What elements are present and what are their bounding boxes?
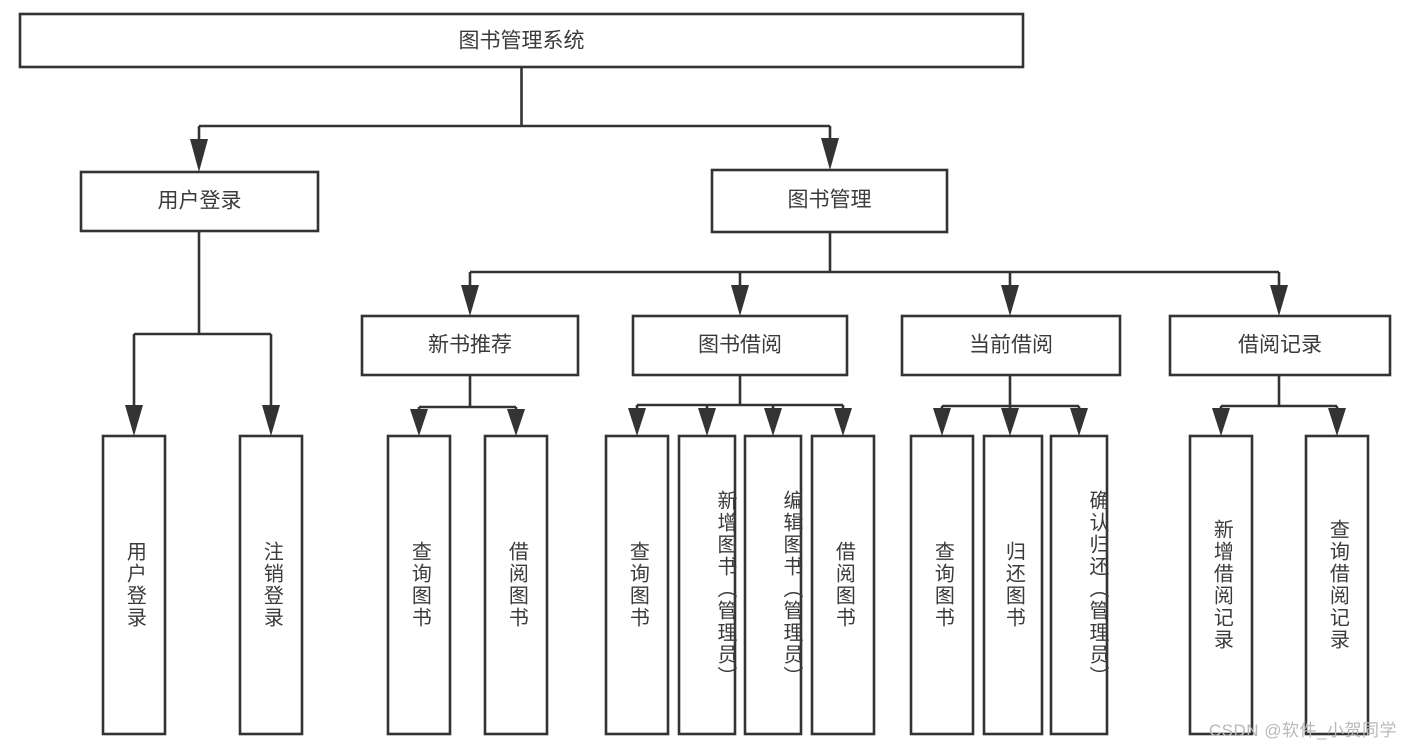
leaf-user-login-box[interactable] <box>101 434 167 736</box>
arrow-to-leaf-edit-book <box>764 408 782 436</box>
node-book-manage[interactable]: 图书管理 <box>710 168 949 234</box>
node-borrow-record[interactable]: 借阅记录 <box>1168 314 1392 377</box>
leaf-edit-book-box[interactable] <box>743 434 803 736</box>
node-user-login[interactable]: 用户登录 <box>79 170 320 233</box>
arrow-to-leaf-query-record <box>1328 408 1346 436</box>
arrow-to-leaf-confirm-return <box>1070 408 1088 436</box>
node-borrow-record-box[interactable] <box>1168 314 1392 377</box>
leaf-add-book-box[interactable] <box>677 434 737 736</box>
connector-group-root <box>190 67 839 172</box>
arrow-to-leaf-query-book-3 <box>933 408 951 436</box>
arrow-to-leaf-logout <box>262 405 280 436</box>
node-book-borrow[interactable]: 图书借阅 <box>631 314 849 377</box>
arrow-to-leaf-add-record <box>1212 408 1230 436</box>
leaf-query-book-1-box[interactable] <box>386 434 452 736</box>
leaf-logout-box[interactable] <box>238 434 304 736</box>
node-book-manage-label: 图书管理 <box>788 189 872 212</box>
leaf-query-book-3-box[interactable] <box>909 434 975 736</box>
node-user-login-box[interactable] <box>79 170 320 233</box>
leaf-borrow-book-1-box[interactable] <box>483 434 549 736</box>
node-new-book-rec[interactable]: 新书推荐 <box>360 314 580 377</box>
leaf-add-record-box[interactable] <box>1188 434 1254 736</box>
arrow-to-leaf-add-book <box>698 408 716 436</box>
node-root-box[interactable] <box>18 12 1025 69</box>
arrow-to-leaf-query-book-1 <box>410 409 428 436</box>
node-new-book-rec-label: 新书推荐 <box>428 334 512 357</box>
connector-group-borrow-record <box>1212 375 1346 436</box>
node-user-login-label: 用户登录 <box>158 190 242 213</box>
node-book-borrow-box[interactable] <box>631 314 849 377</box>
arrow-to-leaf-user-login <box>125 405 143 436</box>
leaf-confirm-return-box[interactable] <box>1049 434 1109 736</box>
arrow-to-new-book-rec <box>461 285 479 316</box>
node-root-label: 图书管理系统 <box>459 30 585 53</box>
node-current-borrow-label: 当前借阅 <box>969 334 1053 357</box>
connector-group-new-book-rec <box>410 375 525 436</box>
node-root[interactable]: 图书管理系统 <box>18 12 1025 69</box>
leaf-return-book-box[interactable] <box>982 434 1044 736</box>
csdn-watermark: CSDN @软件_小贺同学 <box>1208 721 1397 740</box>
connector-group-book-borrow <box>628 375 852 436</box>
arrow-to-leaf-query-book-2 <box>628 408 646 436</box>
arrow-to-borrow-record <box>1270 285 1288 316</box>
arrow-to-leaf-borrow-book-2 <box>834 408 852 436</box>
leaf-query-record-box[interactable] <box>1304 434 1370 736</box>
connector-group-book-manage <box>461 232 1288 316</box>
arrow-to-leaf-return-book <box>1001 408 1019 436</box>
leaf-boxes <box>101 434 1370 736</box>
arrow-root-to-user-login <box>190 139 208 172</box>
node-book-borrow-label: 图书借阅 <box>698 334 782 357</box>
arrow-to-book-borrow <box>731 285 749 316</box>
connector-group-user-login <box>125 231 280 436</box>
node-current-borrow-box[interactable] <box>900 314 1122 377</box>
node-current-borrow[interactable]: 当前借阅 <box>900 314 1122 377</box>
node-borrow-record-label: 借阅记录 <box>1238 334 1322 357</box>
arrow-to-leaf-borrow-book-1 <box>507 409 525 436</box>
arrow-root-to-book-manage <box>821 138 839 170</box>
connector-group-current-borrow <box>933 375 1088 436</box>
node-new-book-rec-box[interactable] <box>360 314 580 377</box>
leaf-query-book-2-box[interactable] <box>604 434 670 736</box>
node-book-manage-box[interactable] <box>710 168 949 234</box>
leaf-borrow-book-2-box[interactable] <box>810 434 876 736</box>
arrow-to-current-borrow <box>1001 285 1019 316</box>
